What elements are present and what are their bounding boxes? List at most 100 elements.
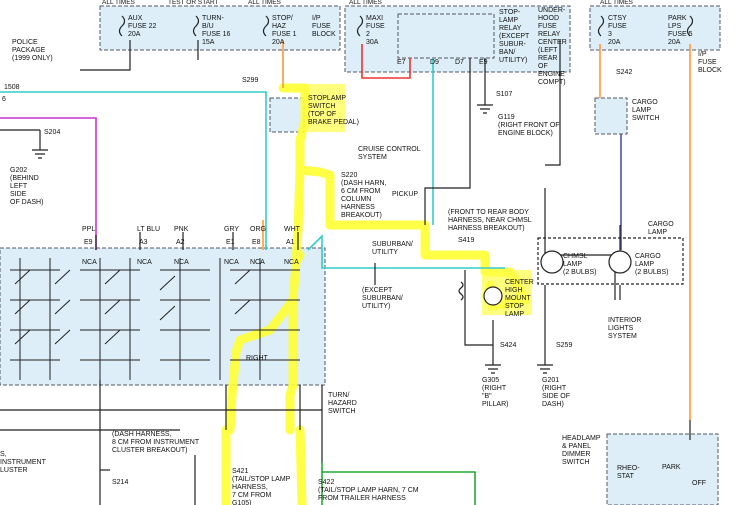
fuse-stop-label-line-3: 20A — [272, 39, 285, 46]
fuse-stop-label-line-1: HAZ — [272, 23, 287, 30]
fuse-maxi-label-line-2: 2 — [366, 31, 370, 38]
fuse-turn-label-line-2: FUSE 16 — [202, 31, 231, 38]
police-package-label-line-1: PACKAGE — [12, 47, 46, 54]
cargo-switch-box — [594, 97, 628, 135]
s220-label-line-3: COLUMN — [341, 196, 371, 203]
instrument-label-line-0: S, — [0, 451, 7, 458]
s242-label: S242 — [616, 69, 632, 76]
g305-label-line-3: PILLAR) — [482, 401, 508, 408]
wire-color-1: LT BLU — [137, 226, 160, 233]
ip-fuse-block-label-line-2: BLOCK — [312, 31, 336, 38]
relay-label-line-5: BAN/ — [499, 49, 515, 56]
dash-harness-label-line-1: 8 CM FROM INSTRUMENT — [112, 439, 200, 446]
relay-label-line-1: LAMP — [499, 17, 518, 24]
wire-color-3: GRY — [224, 226, 239, 233]
g119-label-line-1: (RIGHT FRONT OF — [498, 122, 560, 129]
ip-fuse-block-right-label-line-2: BLOCK — [698, 67, 722, 74]
underhood-fuse-block-label-line-4: CENTER — [538, 39, 567, 46]
cargo-switch-label-line-1: LAMP — [632, 107, 651, 114]
headlamp-switch-box — [606, 433, 719, 505]
ip-fuse-block-label-line-0: I/P — [312, 15, 321, 22]
fuse-ctsy-label-line-1: FUSE — [608, 23, 627, 30]
magenta-wire — [0, 117, 97, 250]
connector-2: A2 — [176, 239, 185, 246]
fuse-park-label-line-0: PARK — [668, 15, 687, 22]
relay-box — [397, 13, 495, 59]
g202-label-line-1: (BEHIND — [10, 175, 39, 182]
relay-label-line-4: SUBUR- — [499, 41, 527, 48]
nca-col-0: NCA — [82, 259, 97, 266]
fuse-ctsy-label-line-0: CTSY — [608, 15, 627, 22]
top-label-all-times-1: ALL TIMES — [102, 0, 136, 6]
s220-label-line-5: BREAKOUT) — [341, 212, 382, 219]
cyan-wire-ltblu — [307, 234, 505, 269]
fuse-aux-label-line-2: 20A — [128, 31, 141, 38]
fuse-stop-label-line-2: FUSE 1 — [272, 31, 297, 38]
pickup-label: PICKUP — [392, 191, 418, 198]
cargo-lamp-label-line-1: LAMP — [635, 261, 654, 268]
s421-label-line-3: 7 CM FROM — [232, 492, 271, 499]
instrument-label-line-2: LUSTER — [0, 467, 28, 474]
underhood-fuse-block-label-line-3: RELAY — [538, 31, 561, 38]
g119-label-line-0: G119 — [498, 114, 515, 121]
fuse-ctsy-label-line-2: 3 — [608, 31, 612, 38]
park-label: PARK — [662, 464, 681, 471]
stoplamp-switch-box — [269, 97, 305, 133]
wire-6-label: 6 — [2, 96, 6, 103]
dash-harness-label-line-0: (DASH HARNESS, — [112, 431, 172, 438]
nca-col-4: NCA — [250, 259, 265, 266]
cargo-lamp-top-label-line-0: CARGO — [648, 221, 674, 228]
fuse-maxi-label-line-0: MAXI — [366, 15, 383, 22]
ip-fuse-block-right-label-line-1: FUSE — [698, 59, 717, 66]
fuse-turn-label-line-0: TURN- — [202, 15, 224, 22]
except-suburban-label-line-1: SUBURBAN/ — [362, 295, 403, 302]
wire-color-0: PPL — [82, 226, 95, 233]
headlamp-label-line-1: & PANEL — [562, 443, 591, 450]
connector-3: E1 — [226, 239, 235, 246]
s424-label: S424 — [500, 342, 516, 349]
center-lamp-label-line-0: CENTER — [505, 279, 534, 286]
underhood-fuse-block-label-line-8: ENGINE — [538, 71, 565, 78]
turn-hazard-label-line-1: HAZARD — [328, 400, 357, 407]
nca-col-1: NCA — [137, 259, 152, 266]
s214-label: S214 — [112, 479, 128, 486]
nca-col-2: NCA — [174, 259, 189, 266]
underhood-fuse-block-label-line-2: FUSE — [538, 23, 557, 30]
connector-5: A1 — [286, 239, 295, 246]
stoplamp-switch-label-line-3: BRAKE PEDAL) — [308, 119, 359, 126]
relay-label-line-6: UTILITY) — [499, 57, 527, 64]
s299-label: S299 — [242, 77, 258, 84]
dash-harness-label-line-2: CLUSTER BREAKOUT) — [112, 447, 187, 454]
front-rear-label-line-1: HARNESS, NEAR CHMSL — [448, 217, 532, 224]
fuse-stop-label-line-0: STOP/ — [272, 15, 293, 22]
chmsl-label-line-1: LAMP — [563, 261, 582, 268]
ip-fuse-block-label-line-1: FUSE — [312, 23, 331, 30]
relay-pin-d9: D9 — [430, 59, 439, 66]
s220-label-line-2: 6 CM FROM — [341, 188, 380, 195]
turn-hazard-switch-box — [0, 247, 326, 386]
s422-label-line-0: S422 — [318, 479, 334, 486]
rheostat-label-line-0: RHEO- — [617, 465, 640, 472]
top-label-all-times-3: ALL TIMES — [349, 0, 383, 6]
top-label-test-or-start: TEST OR START — [168, 0, 219, 6]
suburban-label-line-0: SUBURBAN/ — [372, 241, 413, 248]
lamp-symbols — [458, 237, 684, 306]
cargo-lamp-top-label-line-1: LAMP — [648, 229, 667, 236]
front-rear-label-line-2: HARNESS BREAKOUT) — [448, 225, 525, 232]
connector-1: A3 — [139, 239, 148, 246]
cargo-switch-label-line-2: SWITCH — [632, 115, 660, 122]
top-label-all-times-2: ALL TIMES — [248, 0, 282, 6]
wire-color-4: ORG — [250, 226, 266, 233]
underhood-fuse-block-label-line-0: UNDER- — [538, 7, 566, 14]
turn-hazard-internals — [10, 258, 300, 380]
center-lamp-label-line-1: HIGH — [505, 287, 523, 294]
underhood-fuse-block-label-line-6: REAR — [538, 55, 557, 62]
colored-wires — [0, 40, 691, 505]
s107-label: S107 — [496, 91, 512, 98]
s421-label-line-0: S421 — [232, 468, 248, 475]
right-label: RIGHT — [246, 355, 269, 362]
relay-label-line-2: RELAY — [499, 25, 522, 32]
green-wire-dkgrn — [322, 471, 476, 505]
center-lamp-label-line-3: STOP — [505, 303, 524, 310]
